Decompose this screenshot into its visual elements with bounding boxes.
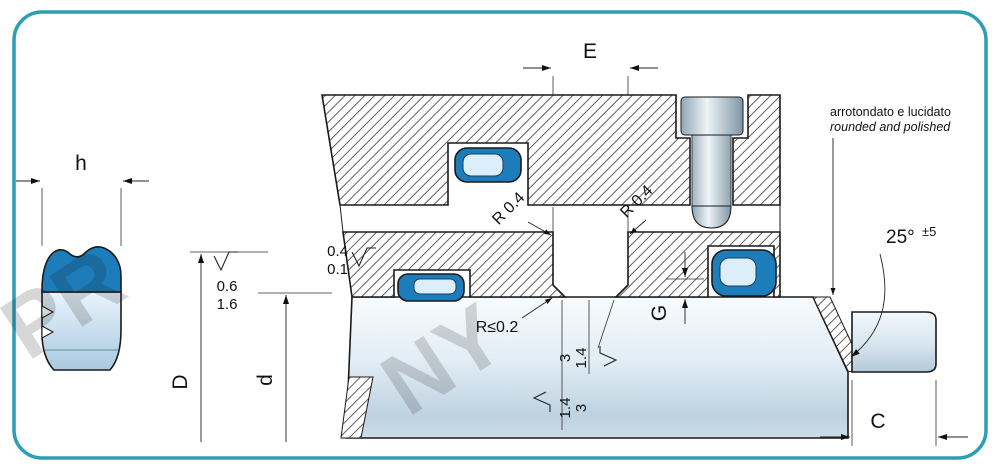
note-line1: arrotondato e lucidato — [830, 105, 951, 119]
seal-cap — [41, 246, 122, 293]
rod — [340, 296, 937, 439]
finish-symbol — [213, 251, 238, 272]
finish-a-bottom: 0.1 — [327, 261, 348, 278]
housing-upper-left — [321, 94, 691, 206]
installed-seal-right — [711, 249, 777, 297]
housing-section — [321, 94, 781, 298]
surface-finish-a: 0.4 0.1 — [327, 243, 376, 278]
plug-shank — [691, 134, 732, 207]
housing-gland-left — [342, 231, 567, 298]
seal-inner — [413, 278, 457, 295]
finish-symbol — [599, 346, 618, 367]
chamfer-top-right: 1.4 — [573, 348, 590, 369]
rod-end-annotations: arrotondato e lucidato rounded and polis… — [830, 105, 951, 358]
radius-callouts: R 0.4 R 0.4 R≤0.2 — [476, 182, 657, 336]
dim-h-label: h — [75, 152, 87, 175]
dim-big-d-label: D — [169, 374, 192, 389]
seal-inner — [462, 153, 504, 177]
angle-tolerance: ±5 — [922, 224, 936, 239]
finish-symbol — [351, 247, 376, 268]
groove-chamfer-callouts: 3 1.4 1.4 3 — [532, 299, 618, 430]
finish-symbol — [532, 391, 551, 412]
radius-max-label: R≤0.2 — [476, 319, 519, 336]
note-line2: rounded and polished — [830, 120, 951, 134]
plug-tip — [691, 205, 732, 229]
finish-b-top: 0.6 — [217, 278, 238, 295]
dimension-d: d — [254, 292, 332, 442]
plug-head — [680, 96, 744, 136]
dimension-C: C — [820, 380, 968, 446]
rod-end-stub — [851, 311, 937, 373]
dimension-E: E — [523, 40, 658, 232]
finish-a-top: 0.4 — [327, 243, 348, 260]
plug — [680, 96, 744, 229]
dim-e-label: E — [583, 40, 597, 63]
dimension-D: D — [169, 251, 268, 442]
chamfer-bottom-left: 1.4 — [557, 398, 574, 419]
installed-seal-upper — [454, 147, 522, 183]
finish-b-bottom: 1.6 — [217, 296, 238, 313]
surface-finish-b: 0.6 1.6 — [213, 251, 238, 313]
installed-seal-left — [397, 273, 465, 302]
angle-value: 25° — [886, 227, 915, 248]
dim-small-d-label: d — [254, 374, 277, 386]
seal-cross-section-view — [41, 246, 122, 371]
seal-notch — [41, 305, 55, 319]
dimension-h: h — [16, 152, 149, 246]
dim-c-label: C — [870, 410, 885, 433]
chamfer-top-left: 3 — [557, 354, 574, 362]
dim-g-label: G — [648, 305, 671, 321]
chamfer-bottom-right: 3 — [573, 404, 590, 412]
rod-break-section — [340, 376, 374, 439]
seal-inner — [719, 257, 757, 287]
housing-left-edge — [339, 204, 344, 233]
seal-notch — [41, 325, 55, 339]
dimension-G: G — [648, 252, 704, 324]
